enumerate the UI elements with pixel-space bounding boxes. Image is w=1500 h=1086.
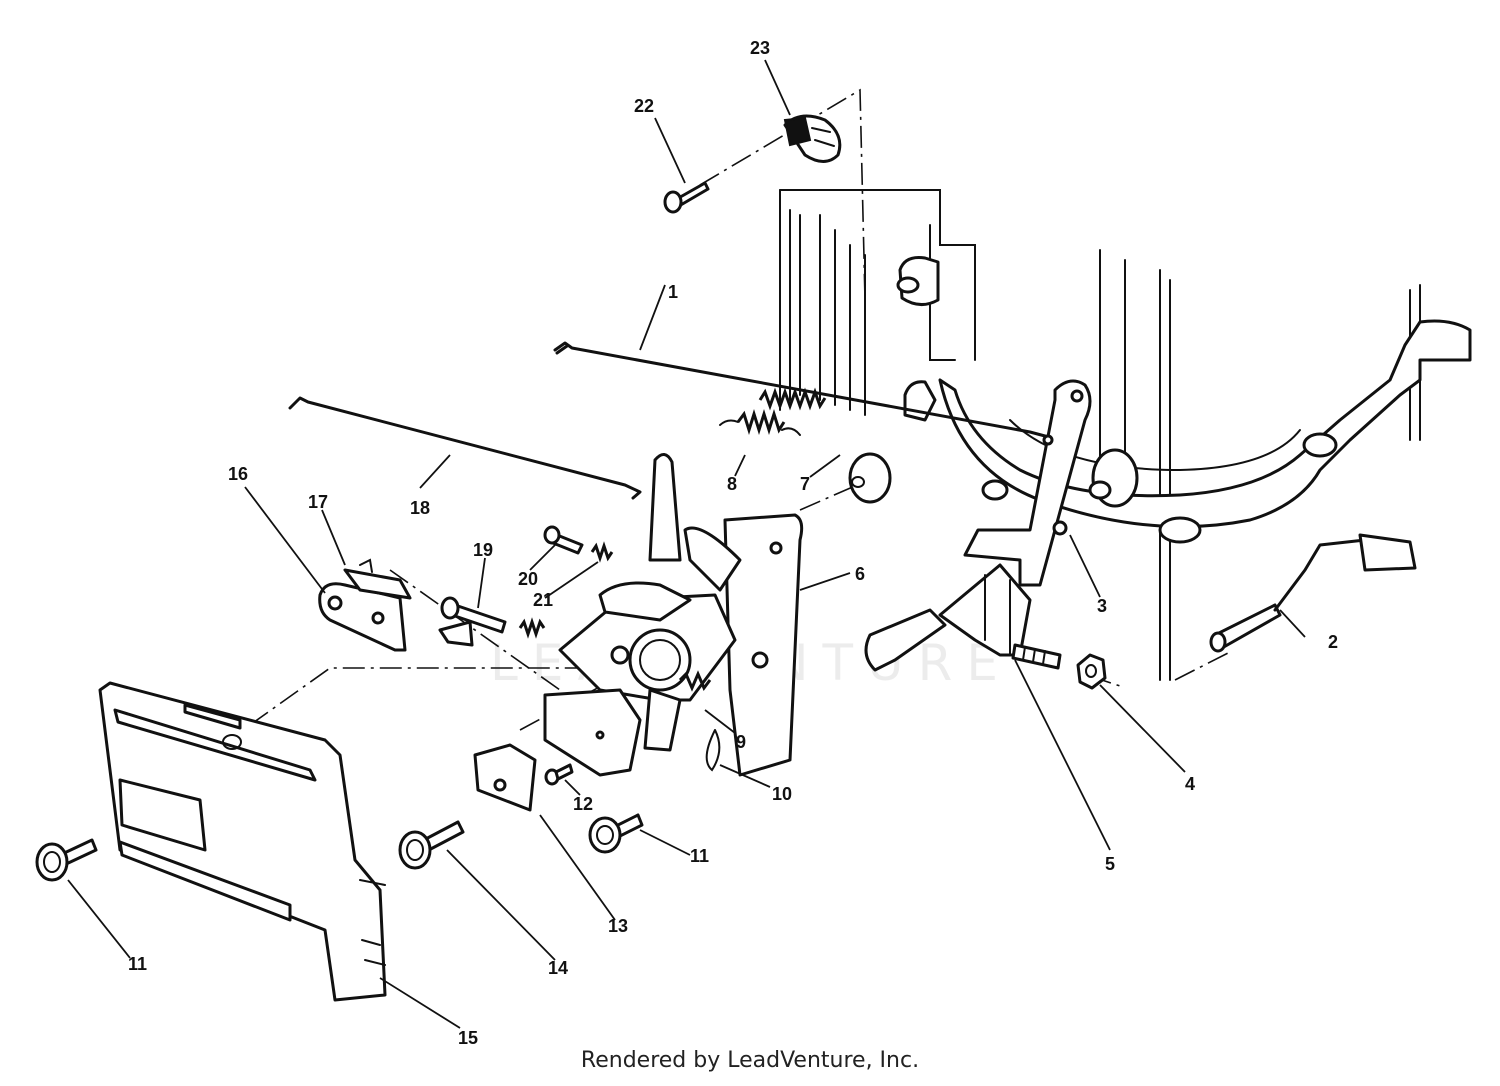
spring-21 <box>590 541 614 563</box>
choke-rod-18 <box>288 396 642 500</box>
callout-3: 3 <box>1097 596 1107 616</box>
stud-5 <box>1011 643 1062 670</box>
callout-2: 2 <box>1328 632 1338 652</box>
throttle-control-assembly <box>543 581 737 777</box>
governor-rod-1 <box>553 341 1082 442</box>
callout-15: 15 <box>458 1028 478 1048</box>
engine-block <box>779 189 1472 681</box>
callout-23: 23 <box>750 38 770 58</box>
callout-9: 9 <box>736 732 746 752</box>
bolt-11-left <box>35 838 98 882</box>
callout-22: 22 <box>634 96 654 116</box>
footer-credit: Rendered by LeadVenture, Inc. <box>580 1048 920 1073</box>
control-bracket-6 <box>648 452 892 777</box>
screw-12 <box>544 763 574 786</box>
callout-7: 7 <box>800 474 810 494</box>
callout-16: 16 <box>228 464 248 484</box>
screw-22 <box>663 181 710 214</box>
callout-13: 13 <box>608 916 628 936</box>
callout-4: 4 <box>1185 774 1195 794</box>
lever-tab <box>438 620 474 647</box>
leader-lines <box>67 59 1306 1029</box>
callout-21: 21 <box>533 590 553 610</box>
bracket-13 <box>473 743 537 812</box>
callout-6: 6 <box>855 564 865 584</box>
callout-8: 8 <box>727 474 737 494</box>
screw-19 <box>440 596 546 639</box>
callout-11-left: 11 <box>128 954 147 974</box>
crank-2 <box>1209 533 1417 653</box>
clip-10 <box>705 729 721 772</box>
callout-1: 1 <box>668 282 678 302</box>
callout-5: 5 <box>1105 854 1115 874</box>
callout-19: 19 <box>473 540 493 560</box>
spring-7 <box>758 387 827 411</box>
callout-18: 18 <box>410 498 430 518</box>
callout-labels: 1 2 3 4 5 6 7 8 9 10 11 11 12 13 14 15 1… <box>128 38 1338 1048</box>
spring-8 <box>719 408 801 436</box>
clip-17 <box>343 558 412 600</box>
callout-12: 12 <box>573 794 593 814</box>
cover-plate-15 <box>98 681 387 1002</box>
governor-arm-3 <box>864 379 1092 672</box>
nut-4 <box>1076 653 1107 690</box>
plate-16 <box>318 582 407 652</box>
screw-20 <box>543 525 584 555</box>
cable-clamp-23 <box>783 114 842 163</box>
callout-17: 17 <box>308 492 328 512</box>
callout-20: 20 <box>518 569 538 589</box>
bolt-14 <box>398 820 465 870</box>
callout-14: 14 <box>548 958 568 978</box>
callout-11-right: 11 <box>690 846 709 866</box>
callout-10: 10 <box>772 784 792 804</box>
bolt-11-right <box>588 813 644 854</box>
